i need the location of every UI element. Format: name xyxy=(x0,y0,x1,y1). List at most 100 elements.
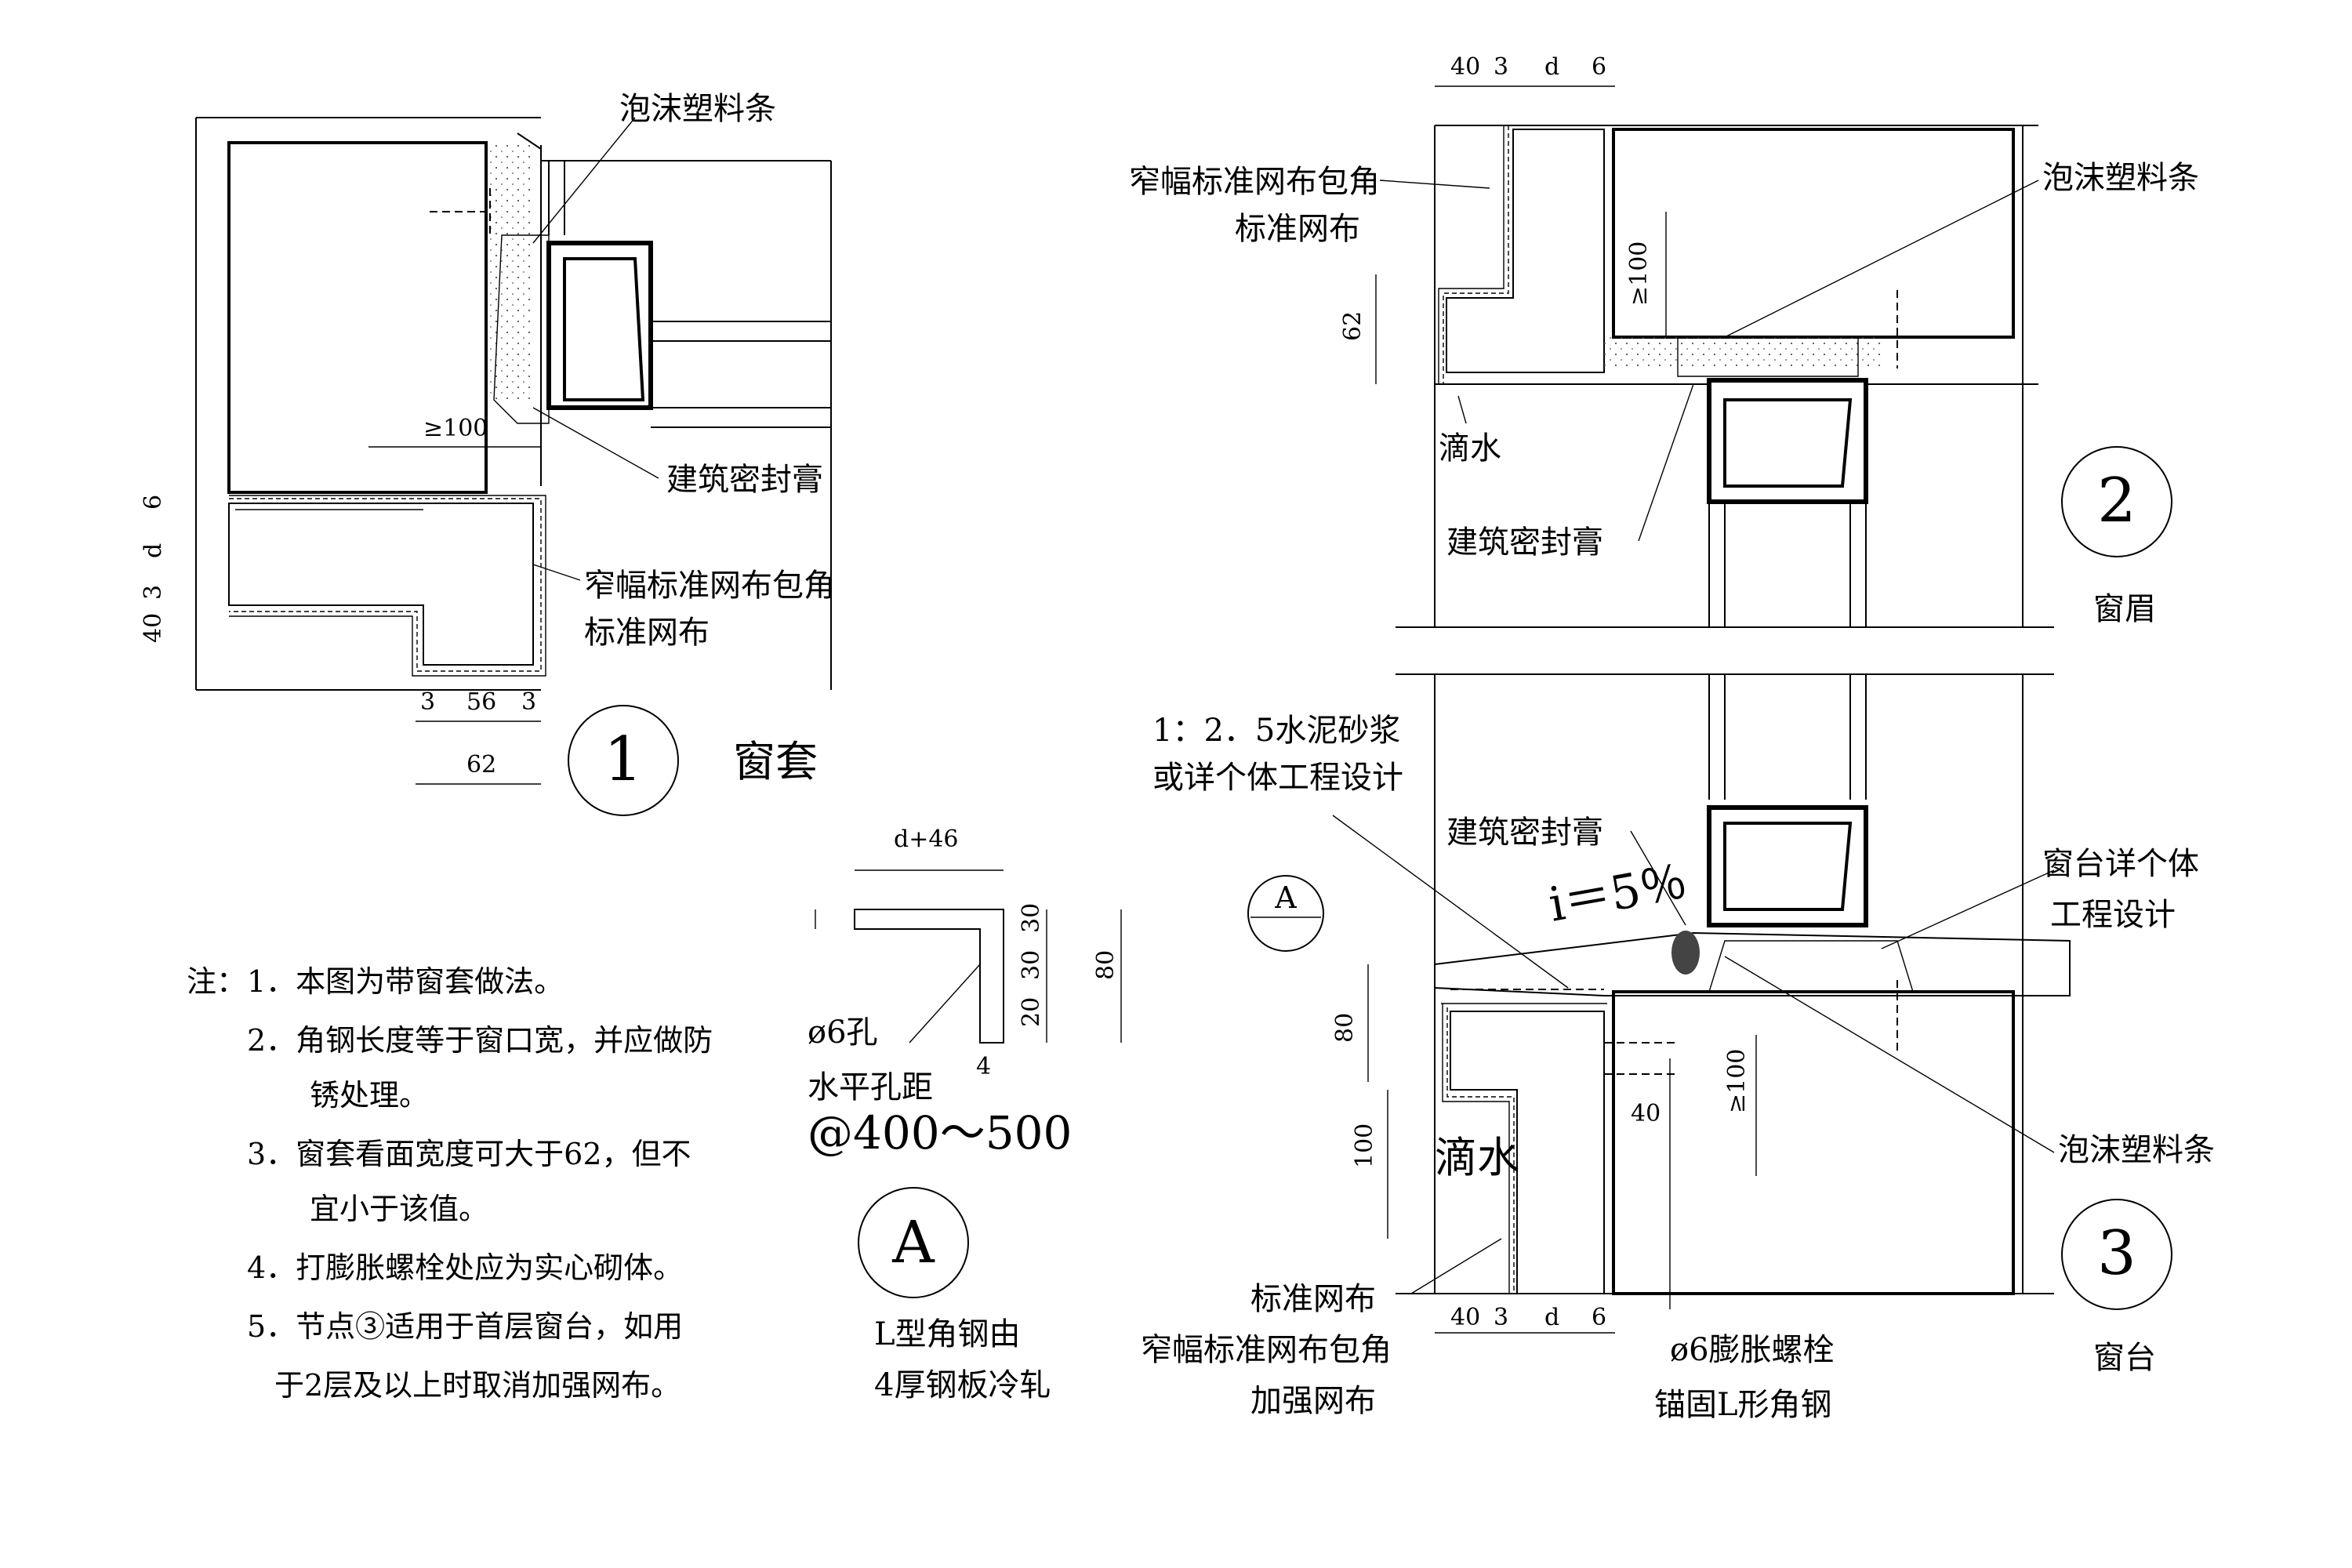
detail-bubbles: 1 窗套 2 窗眉 3 窗台 A A xyxy=(568,446,2172,1376)
masonry-wall-2 xyxy=(1612,128,2015,339)
foam-strip-2 xyxy=(1677,336,1859,377)
label-foam-strip-3: 泡沫塑料条 xyxy=(2058,1132,2215,1168)
dim-40-left: 40 xyxy=(140,613,167,643)
window-frame-3 xyxy=(1707,805,1868,927)
bubble-3-number: 3 xyxy=(2097,1218,2136,1289)
note-line-6: 4．打膨胀螺栓处应为实心砌体。 xyxy=(247,1250,683,1285)
notes-block: 注： 1．本图为带窗套做法。 2．角钢长度等于窗口宽，并应做防 锈处理。 3．窗… xyxy=(187,964,713,1403)
dim-d-bottom: d xyxy=(1544,1304,1559,1331)
dimensions: 40 3 d 6 62 ≥100 6 d 3 40 ≥100 3 56 3 62… xyxy=(140,53,1751,1334)
note-line-3: 锈处理。 xyxy=(310,1078,429,1112)
label-foam-strip-2: 泡沫塑料条 xyxy=(2042,160,2199,196)
dim-30-a: 30 xyxy=(1018,903,1045,933)
label-anchor: 锚固L形角钢 xyxy=(1654,1387,1832,1423)
sloped-sill xyxy=(1434,931,2071,996)
label-hole-spacing: 水平孔距 xyxy=(808,1069,933,1105)
label-sealant-3: 建筑密封膏 xyxy=(1446,815,1603,851)
label-std-mesh-1: 标准网布 xyxy=(584,615,710,651)
dim-80-sill: 80 xyxy=(1331,1013,1359,1043)
note-line-2: 2．角钢长度等于窗口宽，并应做防 xyxy=(247,1023,713,1058)
dim-80-a: 80 xyxy=(1092,950,1120,980)
insulation-board-1 xyxy=(228,503,534,666)
insulation-board-3 xyxy=(1450,1011,1605,1294)
label-sill-design-1: 窗台详个体 xyxy=(2042,846,2199,882)
bubble-a-letter: A xyxy=(891,1209,935,1276)
dim-3-left: 3 xyxy=(140,585,167,600)
bubble-1-number: 1 xyxy=(604,724,643,795)
leader-lines xyxy=(532,117,2055,1309)
detail-1-window-surround xyxy=(195,117,832,691)
detail-3-window-sill xyxy=(1396,674,2071,1295)
dim-40-sill: 40 xyxy=(1631,1100,1661,1127)
dim-3-bottom-b: 3 xyxy=(521,688,536,716)
label-mortar: 1：2．5水泥砂浆 xyxy=(1152,713,1400,749)
dim-6-bottom: 6 xyxy=(1592,1304,1606,1331)
detail-a-angle-steel xyxy=(815,869,1122,1044)
dim-3-bottom-a: 3 xyxy=(420,688,435,716)
bubble-1 xyxy=(568,705,679,816)
label-bolt: ø6膨胀螺栓 xyxy=(1670,1332,1835,1368)
label-sealant-2: 建筑密封膏 xyxy=(1446,524,1603,561)
mortar-layer-1 xyxy=(486,143,533,401)
label-drip-2: 滴水 xyxy=(1439,430,1501,466)
label-sealant-1: 建筑密封膏 xyxy=(666,462,823,498)
label-narrow-mesh-1: 窄幅标准网布包角 xyxy=(584,568,835,604)
bubble-2-title: 窗眉 xyxy=(2093,591,2156,627)
label-narrow-mesh-2: 窄幅标准网布包角 xyxy=(1129,164,1380,200)
section-ref-bubble xyxy=(1247,875,1324,952)
bubble-3-title: 窗台 xyxy=(2093,1340,2156,1376)
bubble-2 xyxy=(2061,446,2172,557)
dim-30-b: 30 xyxy=(1018,950,1045,980)
dim-ge100-head: ≥100 xyxy=(1625,241,1653,306)
dim-20: 20 xyxy=(1018,997,1045,1027)
label-reinforce-mesh: 加强网布 xyxy=(1250,1383,1376,1419)
dim-3-top: 3 xyxy=(1494,53,1508,81)
masonry-wall-3 xyxy=(1612,990,2015,1295)
label-drip-3: 滴水 xyxy=(1435,1133,1519,1182)
sealant-1 xyxy=(493,234,550,424)
label-hole: ø6孔 xyxy=(808,1014,878,1051)
sealant-bead-3 xyxy=(1671,931,1700,975)
note-line-8: 于2层及以上时取消加强网布。 xyxy=(274,1368,681,1403)
dim-100-sill: 100 xyxy=(1351,1123,1378,1168)
dim-d-left: d xyxy=(140,543,167,558)
label-mortar-sub: 或详个体工程设计 xyxy=(1152,760,1403,796)
bubble-a xyxy=(858,1187,969,1298)
bubble-1-title: 窗套 xyxy=(733,737,818,786)
mortar-layer-2 xyxy=(1604,337,1882,368)
bubble-2-number: 2 xyxy=(2097,466,2136,536)
annotations: 泡沫塑料条 建筑密封膏 窄幅标准网布包角 标准网布 窄幅标准网布包角 标准网布 … xyxy=(584,91,2215,1423)
label-angle-desc-1: L型角钢由 xyxy=(874,1316,1021,1352)
note-line-5: 宜小于该值。 xyxy=(310,1192,488,1226)
label-spacing-value: @400～500 xyxy=(808,1106,1072,1160)
label-foam-strip-1: 泡沫塑料条 xyxy=(619,91,776,127)
label-sill-design-2: 工程设计 xyxy=(2050,897,2176,933)
insulation-board-2 xyxy=(1446,129,1605,373)
dim-56: 56 xyxy=(466,688,496,716)
dim-40-top: 40 xyxy=(1450,53,1480,81)
dim-ge100-1: ≥100 xyxy=(423,415,488,442)
dim-3-bottom: 3 xyxy=(1494,1304,1508,1331)
dim-d-top: d xyxy=(1544,53,1559,81)
dim-6-left: 6 xyxy=(140,495,167,510)
dim-62-bottom: 62 xyxy=(466,751,496,779)
label-angle-desc-2: 4厚钢板冷轧 xyxy=(874,1367,1051,1403)
dim-4: 4 xyxy=(976,1053,991,1080)
note-line-4: 3．窗套看面宽度可大于62，但不 xyxy=(247,1137,691,1171)
foam-strip-3 xyxy=(1708,940,1914,993)
notes-title: 注： xyxy=(187,964,246,999)
angle-profile xyxy=(854,909,1004,1044)
dim-ge100-sill: ≥100 xyxy=(1723,1049,1751,1113)
label-std-mesh-2: 标准网布 xyxy=(1235,211,1360,247)
dim-40-bottom: 40 xyxy=(1450,1304,1480,1331)
note-line-7: 5．节点③适用于首层窗台，如用 xyxy=(247,1309,683,1344)
dim-6-top: 6 xyxy=(1592,53,1606,81)
label-narrow-mesh-3: 窄幅标准网布包角 xyxy=(1141,1332,1392,1368)
note-line-1: 1．本图为带窗套做法。 xyxy=(247,964,564,999)
dim-62-head: 62 xyxy=(1339,311,1367,341)
section-ref-letter: A xyxy=(1274,880,1297,915)
bubble-3 xyxy=(2061,1199,2172,1310)
dim-d46: d+46 xyxy=(894,826,959,853)
detail-2-window-head xyxy=(1396,125,2054,675)
